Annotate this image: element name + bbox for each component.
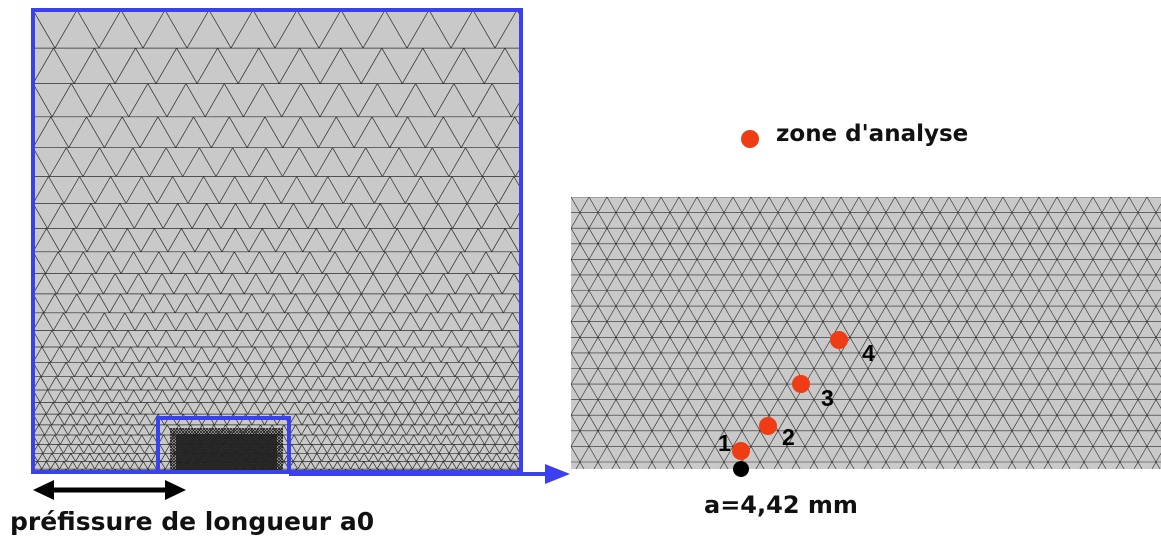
refined-mesh-core bbox=[176, 434, 277, 470]
analysis-point-3 bbox=[792, 375, 810, 393]
precrack-label: préfissure de longueur a0 bbox=[10, 507, 375, 536]
analysis-point-1 bbox=[732, 442, 750, 460]
precrack-double-arrow bbox=[33, 480, 186, 500]
analysis-point-label-2: 2 bbox=[782, 424, 795, 450]
analysis-point-label-4: 4 bbox=[862, 340, 875, 366]
analysis-point-label-3: 3 bbox=[821, 385, 834, 411]
global-mesh bbox=[33, 10, 521, 472]
analysis-point-label-1: 1 bbox=[718, 430, 731, 456]
zoom-frame bbox=[156, 416, 291, 474]
legend-marker bbox=[741, 130, 759, 148]
zoomed-mesh bbox=[571, 197, 1161, 469]
analysis-point-2 bbox=[759, 417, 777, 435]
analysis-point-4 bbox=[830, 331, 848, 349]
crack-tip-marker bbox=[733, 461, 749, 477]
legend-label: zone d'analyse bbox=[776, 121, 969, 147]
zoom-arrow-head bbox=[545, 464, 570, 484]
crack-length-label: a=4,42 mm bbox=[704, 491, 858, 519]
